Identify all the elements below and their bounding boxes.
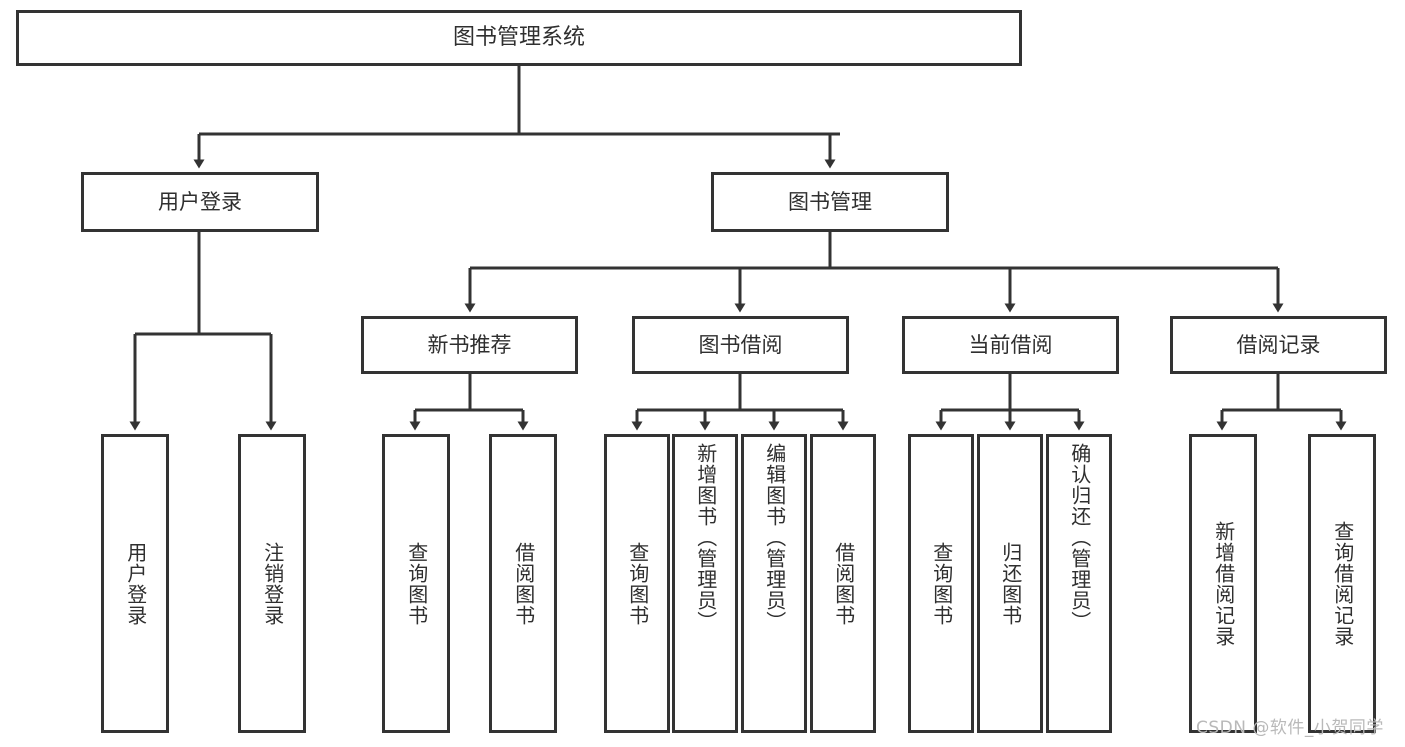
leaf-borrow-book-recommend[interactable]: 借阅图书 (489, 434, 557, 733)
leaf-add-borrow-record[interactable]: 新增借阅记录 (1189, 434, 1257, 733)
leaf-add-book-admin[interactable]: 新增图书（管理员） (672, 434, 738, 733)
leaf-logout-login[interactable]: 注销登录 (238, 434, 306, 733)
node-root[interactable]: 图书管理系统 (16, 10, 1022, 66)
leaf-query-book-current[interactable]: 查询图书 (908, 434, 974, 733)
node-book-manage[interactable]: 图书管理 (711, 172, 949, 232)
leaf-edit-book-admin[interactable]: 编辑图书（管理员） (741, 434, 807, 733)
leaf-confirm-return-admin[interactable]: 确认归还（管理员） (1046, 434, 1112, 733)
leaf-borrow-book-borrow[interactable]: 借阅图书 (810, 434, 876, 733)
node-borrow-record[interactable]: 借阅记录 (1170, 316, 1387, 374)
node-user-login[interactable]: 用户登录 (81, 172, 319, 232)
leaf-query-book-borrow[interactable]: 查询图书 (604, 434, 670, 733)
node-book-borrow[interactable]: 图书借阅 (632, 316, 849, 374)
node-new-book-recommend[interactable]: 新书推荐 (361, 316, 578, 374)
leaf-return-book[interactable]: 归还图书 (977, 434, 1043, 733)
leaf-query-borrow-record[interactable]: 查询借阅记录 (1308, 434, 1376, 733)
watermark-text: CSDN @软件_小贺同学 (1196, 718, 1384, 738)
leaf-user-login[interactable]: 用户登录 (101, 434, 169, 733)
leaf-query-book-recommend[interactable]: 查询图书 (382, 434, 450, 733)
node-current-borrow[interactable]: 当前借阅 (902, 316, 1119, 374)
